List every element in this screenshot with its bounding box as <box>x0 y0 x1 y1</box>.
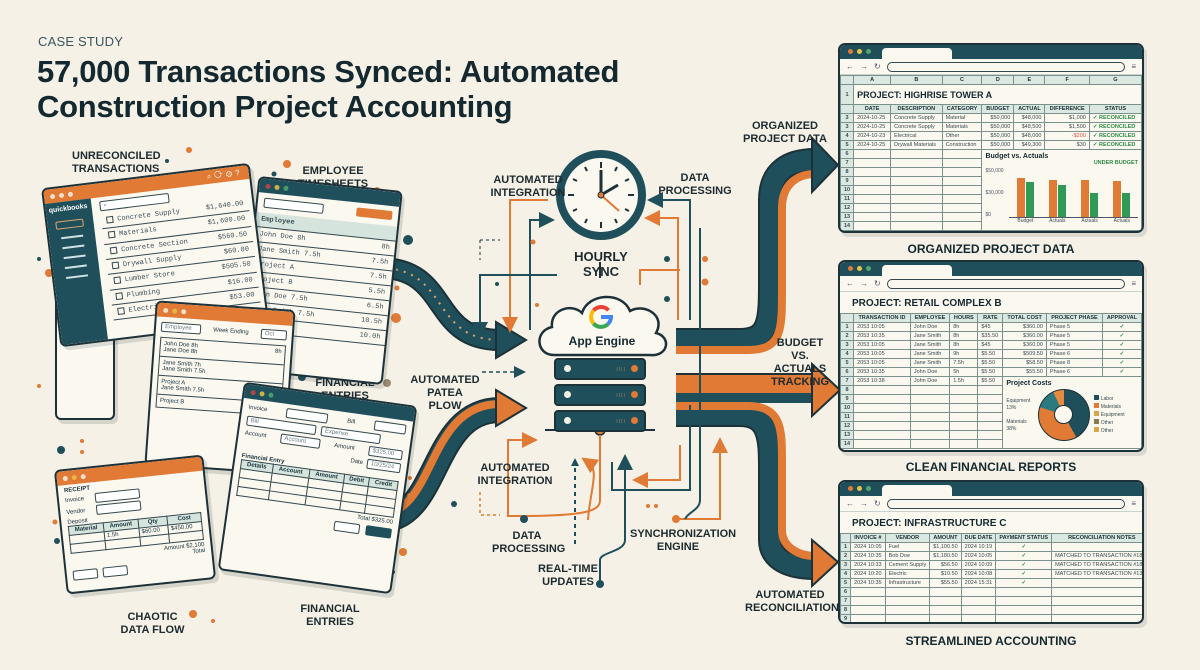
eyebrow-label: CASE STUDY <box>38 34 124 49</box>
budget-chart: Budget vs. Actuals UNDER BUDGET $50,000$… <box>981 149 1142 231</box>
save-button[interactable] <box>364 525 393 539</box>
week-select[interactable]: Oct <box>260 328 288 341</box>
browser-tab[interactable] <box>882 265 952 276</box>
clock-icon <box>556 150 646 240</box>
timesheet-action-button[interactable] <box>355 207 393 221</box>
title-line-2: Construction Project Accounting <box>37 89 513 124</box>
server-stack-icon: ∷∷ ∷∷ ∷∷ <box>554 358 646 432</box>
employee-select[interactable]: Employee <box>160 321 202 335</box>
back-icon[interactable]: ← <box>846 499 854 508</box>
forward-icon[interactable]: → <box>860 62 868 71</box>
hourly-sync-label: HOURLY SYNC <box>574 249 628 279</box>
browser-tab[interactable] <box>882 485 952 496</box>
title-line-1: 57,000 Transactions Synced: Automated <box>37 54 620 89</box>
amount-field[interactable]: $325.00 <box>367 445 404 461</box>
browser-tab[interactable] <box>882 48 952 59</box>
timesheet-filter-select[interactable] <box>263 197 325 214</box>
forward-icon[interactable]: → <box>860 499 868 508</box>
url-bar[interactable] <box>886 278 1126 289</box>
menu-icon[interactable]: ≡ <box>1131 62 1136 71</box>
url-bar[interactable] <box>886 61 1126 72</box>
menu-icon[interactable]: ≡ <box>1131 499 1136 508</box>
donut-chart <box>1038 389 1091 441</box>
reload-icon[interactable]: ↻ <box>874 499 881 508</box>
cancel-button[interactable] <box>333 520 361 535</box>
url-bar[interactable] <box>886 498 1126 509</box>
sheet-c-project-title: PROJECT: INFRASTRUCTURE C <box>852 518 1007 529</box>
caption-organized-project-data: ORGANIZED PROJECT DATA <box>907 242 1075 256</box>
spreadsheet-retail-complex-b: ← → ↻ ≡ PROJECT: RETAIL COMPLEX B TRANSACTI… <box>838 260 1144 452</box>
caption-streamlined-accounting: STREAMLINED ACCOUNTING <box>905 634 1077 648</box>
spreadsheet-infrastructure-c: ← → ↻ ≡ PROJECT: INFRASTRUCTURE C INVOICE #… <box>838 480 1144 624</box>
reload-icon[interactable]: ↻ <box>874 62 881 71</box>
chart-legend: Labor Materials Equipment Other Other <box>1094 395 1125 435</box>
page-title: 57,000 Transactions Synced: Automated Co… <box>37 54 619 124</box>
app-engine-label: App Engine <box>568 334 636 348</box>
bill-field[interactable] <box>373 420 407 435</box>
receipt-cancel-button[interactable] <box>72 568 99 581</box>
caption-clean-financial-reports: CLEAN FINANCIAL REPORTS <box>905 460 1077 474</box>
reload-icon[interactable]: ↻ <box>874 279 881 288</box>
sheet-a-project-title: PROJECT: HIGHRISE TOWER A <box>853 84 1142 105</box>
sheet-b-project-title: PROJECT: RETAIL COMPLEX B <box>852 298 1002 309</box>
menu-icon[interactable]: ≡ <box>1131 279 1136 288</box>
back-icon[interactable]: ← <box>846 279 854 288</box>
back-icon[interactable]: ← <box>846 62 854 71</box>
forward-icon[interactable]: → <box>860 279 868 288</box>
google-g-icon <box>589 304 614 329</box>
receipt-save-button[interactable] <box>102 565 129 578</box>
sidebar-button[interactable] <box>55 218 84 230</box>
